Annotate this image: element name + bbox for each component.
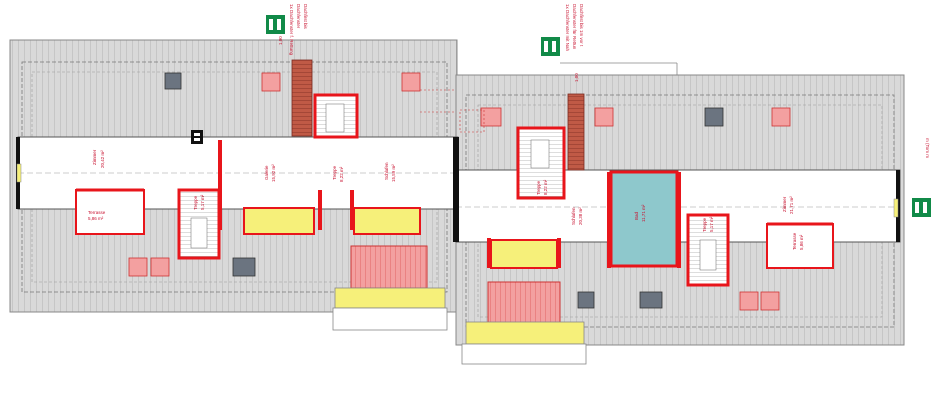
room-area: 21,71 m² (789, 196, 794, 214)
skylight (164, 72, 182, 90)
dormer-schlafen-right (490, 239, 558, 269)
note-line: 1x Dachfenster mit Nah (565, 4, 570, 52)
wall-divider (677, 172, 681, 268)
skylight-rescue (480, 107, 502, 127)
bad (609, 170, 679, 268)
room-area: 15,59 m² (391, 164, 396, 182)
skylight-rescue (594, 107, 614, 127)
note-line: Dachfenster für Rettun (572, 4, 577, 50)
skylight-rescue (771, 107, 791, 127)
room-name: Treppe (702, 217, 707, 232)
skylight (232, 257, 256, 277)
exit-sign-top-left (266, 15, 285, 34)
room-name: Terrasse (792, 232, 797, 250)
room-area: 20,38 m² (578, 207, 583, 225)
skylight-rescue (150, 257, 170, 277)
room-area: 5,17 m² (709, 216, 714, 232)
room-area: 11,71 m² (641, 204, 646, 222)
room-name: Schlafen (384, 162, 389, 180)
treppe-center-right (516, 126, 566, 200)
room-name: Treppe (193, 195, 198, 210)
room-name: Galerie (264, 165, 269, 180)
wall-divider (350, 190, 354, 230)
dormer-galerie (243, 207, 315, 235)
room-area: 8,22 m² (543, 179, 548, 195)
exit-sign-top-right (541, 37, 560, 56)
room-area: 20,42 m² (100, 150, 105, 168)
window-end-right (893, 198, 899, 218)
room-area: 5,86 m² (88, 216, 104, 221)
skylight (577, 291, 595, 309)
note-line: Dachfenster (296, 4, 301, 29)
room-area: 5,17 m² (200, 194, 205, 210)
room-name: Zimmer (92, 149, 97, 165)
dimension-label: 1,00 (278, 36, 283, 45)
end-wall-middle (453, 137, 459, 242)
note-line: Dachfirst bis 1m vor t (579, 4, 584, 47)
hatch-icon (191, 130, 203, 144)
note-line: Dachfirst bis (303, 4, 308, 30)
skylight-rescue (760, 291, 780, 311)
window-end-left (16, 163, 22, 183)
skylight-rescue (261, 72, 281, 92)
balcony-left (332, 245, 448, 331)
dormer-schlafen-left (353, 207, 421, 235)
chimney-left (291, 59, 313, 137)
dimension-label: 1,00 (574, 73, 579, 82)
skylight-rescue (739, 291, 759, 311)
note-line: 1x Dachfenster f. Rettung (289, 4, 294, 56)
wall-divider (607, 172, 611, 268)
wall-divider (557, 238, 561, 268)
room-labels: Zimmer 20,42 m² Terrasse 5,86 m² Treppe … (88, 149, 804, 250)
skylight-rescue (128, 257, 148, 277)
room-area: 8,22 m² (339, 166, 344, 182)
edge-note: m (Tom m (925, 138, 930, 158)
room-area: 5,86 m² (799, 234, 804, 250)
terrasse-right (766, 222, 834, 269)
room-area: 15,92 m² (271, 164, 276, 182)
treppe-left (177, 188, 221, 260)
chimney-right (567, 93, 585, 171)
room-name: Terrasse (88, 210, 106, 215)
treppe-right (686, 213, 730, 287)
skylight-rescue (401, 72, 421, 92)
wall-divider (218, 140, 222, 230)
room-name: Bad (634, 211, 639, 220)
room-name: Treppe (332, 165, 337, 180)
skylight (639, 291, 663, 309)
room-name: Schlafen (571, 207, 576, 225)
room-name: Treppe (536, 180, 541, 195)
roof-notes-right: 1x Dachfenster mit Nah Dachfenster für R… (565, 4, 584, 82)
treppe-upper-left (313, 93, 359, 139)
skylight (704, 107, 724, 127)
balcony-right (461, 281, 587, 365)
roof-notes-left: 1x Dachfenster f. Rettung Dachfenster Da… (278, 4, 308, 56)
room-name: Zimmer (782, 196, 787, 212)
terrasse-left (75, 188, 145, 235)
wall-divider (487, 238, 491, 268)
wall-divider (318, 190, 322, 230)
exit-sign-right (912, 198, 931, 217)
